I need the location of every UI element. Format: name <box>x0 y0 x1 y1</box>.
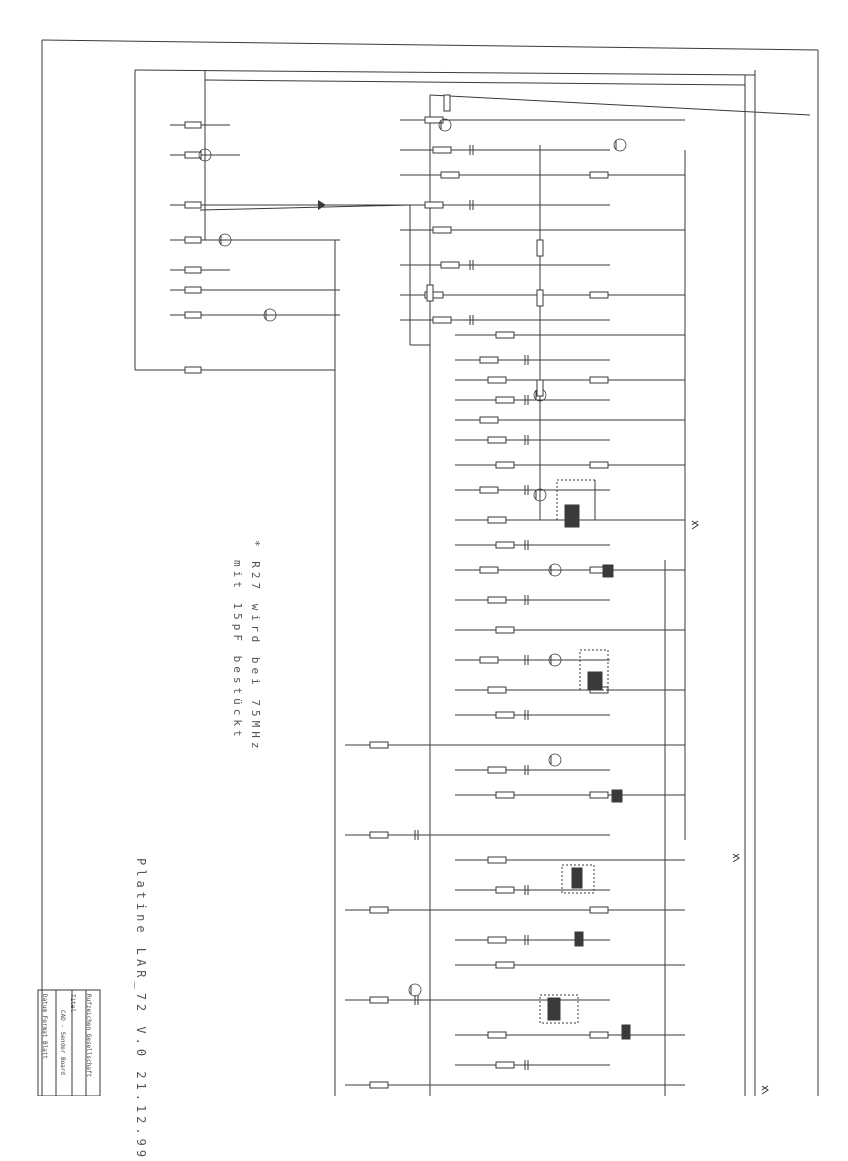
resistor <box>184 366 202 374</box>
resistor <box>495 711 515 719</box>
transistor <box>438 118 452 132</box>
resistor <box>589 376 609 384</box>
resistor <box>184 311 202 319</box>
resistor <box>424 291 444 299</box>
transistor <box>613 138 627 152</box>
resistor <box>589 291 609 299</box>
resistor <box>479 656 499 664</box>
title-block-row-3: CAD - Sender Board <box>59 1010 66 1076</box>
resistor <box>589 906 609 914</box>
transistor <box>218 233 232 247</box>
diode <box>318 200 326 210</box>
wire <box>429 94 811 116</box>
inductor <box>621 1024 631 1040</box>
resistor <box>495 961 515 969</box>
resistor <box>495 396 515 404</box>
resistor <box>495 626 515 634</box>
resistor <box>184 266 202 274</box>
resistor <box>495 461 515 469</box>
inductor <box>547 997 561 1021</box>
resistor <box>487 1031 507 1039</box>
wire <box>199 204 411 211</box>
resistor <box>487 596 507 604</box>
resistor <box>432 146 452 154</box>
frame-border <box>41 39 819 51</box>
resistor <box>536 379 544 397</box>
resistor <box>495 886 515 894</box>
connector-terminal <box>691 520 699 530</box>
shield-box <box>539 994 579 1024</box>
resistor <box>495 1061 515 1069</box>
resistor <box>589 791 609 799</box>
resistor <box>443 94 451 112</box>
resistor <box>487 766 507 774</box>
resistor <box>487 436 507 444</box>
resistor <box>432 226 452 234</box>
resistor <box>440 171 460 179</box>
transistor <box>533 488 547 502</box>
resistor <box>495 791 515 799</box>
resistor <box>369 906 389 914</box>
drawing-title: Platine LAR_72 V.0 21.12.99 <box>134 858 148 1161</box>
resistor <box>487 376 507 384</box>
resistor <box>424 116 444 124</box>
resistor <box>487 936 507 944</box>
resistor <box>369 1081 389 1089</box>
resistor <box>589 171 609 179</box>
resistor <box>495 331 515 339</box>
note-line-2: mit 15pF bestückt <box>231 560 244 741</box>
shield-box <box>579 649 609 691</box>
inductor <box>574 931 584 947</box>
resistor <box>184 201 202 209</box>
transistor <box>548 753 562 767</box>
resistor <box>369 996 389 1004</box>
connector-terminal <box>732 853 740 863</box>
resistor <box>536 289 544 307</box>
resistor <box>432 316 452 324</box>
resistor <box>589 1031 609 1039</box>
title-block-frame <box>37 989 101 1096</box>
resistor <box>184 236 202 244</box>
title-block-row-4: Datum Format Blatt <box>41 994 48 1060</box>
transistor <box>548 653 562 667</box>
title-block-row-2: Titel <box>69 994 76 1013</box>
inductor <box>571 867 583 889</box>
note-line-1: * R27 wird bei 75MHz <box>249 540 262 753</box>
resistor <box>479 356 499 364</box>
inductor <box>564 504 580 528</box>
resistor <box>487 686 507 694</box>
resistor <box>369 831 389 839</box>
resistor <box>369 741 389 749</box>
resistor <box>184 121 202 129</box>
transistor <box>548 563 562 577</box>
inductor <box>587 671 603 691</box>
shield-box <box>561 864 595 894</box>
resistor <box>479 416 499 424</box>
inductor <box>611 789 623 803</box>
resistor <box>536 239 544 257</box>
resistor <box>424 201 444 209</box>
resistor <box>184 286 202 294</box>
resistor <box>487 516 507 524</box>
inductor <box>602 564 614 578</box>
title-block-row-1: Rufzeichen Gesellschaft <box>85 994 92 1078</box>
transistor <box>198 148 212 162</box>
resistor <box>479 486 499 494</box>
resistor <box>487 856 507 864</box>
transistor <box>263 308 277 322</box>
wire <box>134 69 756 76</box>
transistor <box>408 983 422 997</box>
connector-terminal <box>761 1085 769 1095</box>
resistor <box>589 461 609 469</box>
shield-box <box>556 479 596 521</box>
resistor <box>479 566 499 574</box>
schematic-diagram <box>37 39 819 1096</box>
wire <box>204 79 746 86</box>
resistor <box>426 284 434 302</box>
resistor <box>495 541 515 549</box>
resistor <box>440 261 460 269</box>
